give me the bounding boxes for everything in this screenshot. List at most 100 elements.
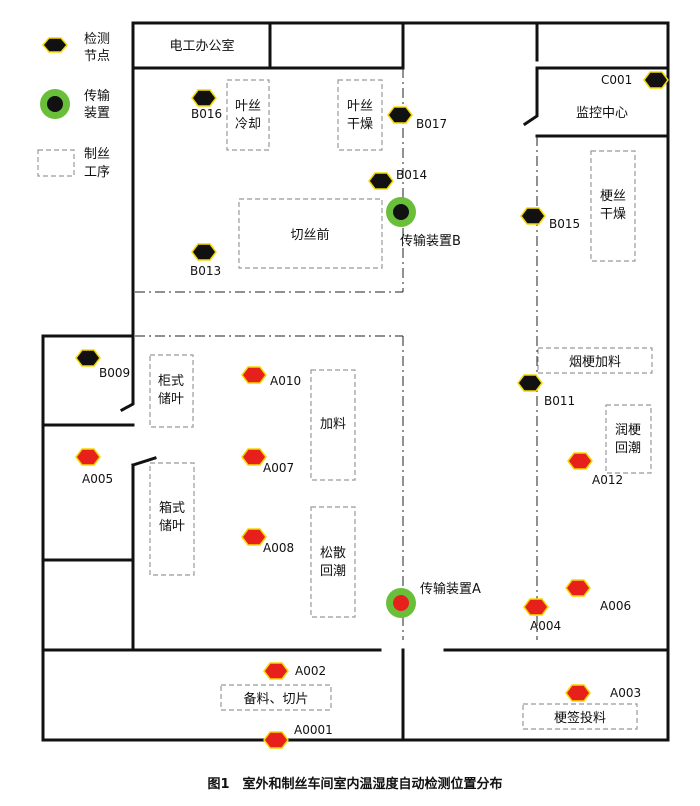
- node-label: B013: [190, 264, 221, 278]
- hexagon-icon: [241, 448, 267, 466]
- hexagon-icon: [191, 89, 217, 107]
- device-a-label: 传输装置A: [420, 581, 481, 597]
- zone-loosen-line1: 松散: [320, 546, 346, 561]
- hexagon-icon: [263, 731, 289, 749]
- node-b014: B014: [368, 168, 427, 190]
- zone-pre-cut: [238, 198, 383, 269]
- zone-prep-slice-label: 备料、切片: [243, 691, 308, 707]
- node-label: A007: [263, 461, 294, 475]
- hexagon-icon: [520, 207, 546, 225]
- node-a005: A005: [75, 448, 113, 486]
- zone-pre-cut-label: 切丝前: [290, 227, 329, 243]
- node-a003: A003: [565, 684, 641, 702]
- legend-zone-label-line1: 制丝: [84, 147, 110, 162]
- node-label: A002: [295, 664, 326, 678]
- hexagon-icon: [517, 374, 543, 392]
- node-a0001: A0001: [263, 723, 333, 749]
- node-label: C001: [601, 73, 632, 87]
- node-label: A004: [530, 619, 561, 633]
- legend-node-icon: [42, 37, 68, 53]
- node-label: B011: [544, 394, 575, 408]
- node-b011: B011: [517, 374, 575, 408]
- electric-office-label: 电工办公室: [169, 38, 234, 54]
- zone-box-store: [149, 462, 195, 576]
- legend-node-label-line2: 节点: [84, 49, 110, 64]
- node-a002: A002: [263, 662, 326, 680]
- zone-cabinet-store-line2: 储叶: [158, 392, 184, 407]
- zone-loosen-line2: 回潮: [320, 564, 346, 579]
- node-label: A008: [263, 541, 294, 555]
- zone-leaf-dry-line2: 干燥: [347, 117, 373, 132]
- monitor-center-label: 监控中心: [576, 106, 628, 121]
- legend-node-label-line1: 检测: [84, 32, 110, 47]
- hexagon-icon: [368, 172, 394, 190]
- node-b009: B009: [75, 349, 130, 380]
- device-b-core-icon: [393, 204, 409, 220]
- zone-leaf-cool: [226, 79, 270, 151]
- process-zones: 叶丝 冷却 叶丝 干燥 切丝前 梗丝 干燥 柜式 储叶 加料 箱式 储叶 松散 …: [149, 79, 653, 730]
- node-label: B017: [416, 117, 447, 131]
- hexagon-icon: [241, 528, 267, 546]
- node-label: B009: [99, 366, 130, 380]
- zone-stem-moist-line2: 回潮: [615, 441, 641, 456]
- hexagon-icon: [387, 106, 413, 124]
- zone-leaf-dry-line1: 叶丝: [347, 99, 373, 114]
- node-label: B016: [191, 107, 222, 121]
- hexagon-icon: [523, 598, 549, 616]
- hexagon-icon: [567, 452, 593, 470]
- zone-box-store-line1: 箱式: [159, 500, 185, 516]
- node-b015: B015: [520, 207, 580, 231]
- zone-stem-dry: [590, 150, 636, 262]
- hexagon-icon: [241, 366, 267, 384]
- node-a008: A008: [241, 528, 294, 555]
- node-label: A005: [82, 472, 113, 486]
- node-label: A003: [610, 686, 641, 700]
- node-label: A0001: [294, 723, 333, 737]
- legend-zone-label-line2: 工序: [84, 165, 110, 180]
- hexagon-icon: [75, 448, 101, 466]
- zone-leaf-cool-line2: 冷却: [235, 117, 261, 132]
- zone-leaf-cool-line1: 叶丝: [235, 99, 261, 114]
- zone-stem-moist-line1: 润梗: [615, 423, 641, 438]
- node-b017: B017: [387, 106, 447, 131]
- node-label: A012: [592, 473, 623, 487]
- node-a006: A006: [565, 579, 631, 613]
- hexagon-icon: [565, 684, 591, 702]
- transmission-device-b: 传输装置B: [386, 197, 461, 249]
- node-b016: B016: [191, 89, 222, 121]
- zone-add-material: [310, 369, 356, 481]
- zone-stem-moist: [605, 404, 652, 474]
- transmission-device-a: 传输装置A: [386, 581, 481, 618]
- zone-stem-sign-label: 梗签投料: [554, 710, 606, 726]
- walls: [41, 21, 670, 742]
- node-label: B014: [396, 168, 427, 182]
- zone-stem-feed: [537, 347, 653, 374]
- zone-stem-sign: [522, 703, 638, 730]
- legend: 检测 节点 传输 装置 制丝 工序: [37, 32, 110, 180]
- hexagon-icon: [191, 243, 217, 261]
- node-label: A006: [600, 599, 631, 613]
- node-b013: B013: [190, 243, 221, 278]
- zone-box-store-line2: 储叶: [159, 519, 185, 534]
- node-label: B015: [549, 217, 580, 231]
- zone-prep-slice: [220, 684, 332, 711]
- node-label: A010: [270, 374, 301, 388]
- legend-device-label-line2: 装置: [84, 106, 110, 121]
- hexagon-icon: [263, 662, 289, 680]
- legend-device-core-icon: [47, 96, 63, 112]
- zone-stem-dry-line2: 干燥: [600, 207, 626, 222]
- zone-cabinet-store: [149, 354, 194, 428]
- legend-zone-icon: [37, 149, 75, 177]
- zone-loosen: [310, 506, 356, 618]
- device-b-label: 传输装置B: [400, 233, 461, 249]
- zone-stem-feed-label: 烟梗加料: [569, 355, 621, 370]
- hexagon-icon: [565, 579, 591, 597]
- zone-leaf-dry: [337, 79, 383, 151]
- zone-cabinet-store-line1: 柜式: [158, 374, 184, 389]
- node-a007: A007: [241, 448, 294, 475]
- node-a012: A012: [567, 452, 623, 487]
- figure-caption: 图1 室外和制丝车间室内温湿度自动检测位置分布: [207, 776, 502, 792]
- node-a004: A004: [523, 598, 561, 633]
